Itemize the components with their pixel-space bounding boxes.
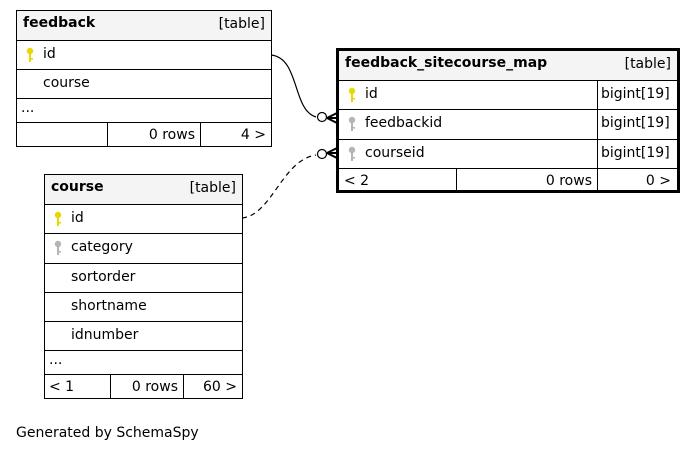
column-row-category[interactable]: category	[45, 233, 242, 263]
table-footer: 0 rows 4 >	[17, 122, 271, 146]
column-name: id	[71, 210, 84, 226]
column-row-id[interactable]: id	[17, 40, 271, 70]
column-row-id[interactable]: id	[45, 204, 242, 234]
table-header: feedback_sitecourse_map [table]	[339, 51, 677, 80]
divider	[597, 81, 598, 110]
divider	[107, 123, 108, 146]
column-row-sortorder[interactable]: sortorder	[45, 263, 242, 293]
more-columns: ...	[17, 98, 271, 123]
feedback-table[interactable]: feedback [table] id course ... 0 rows 4 …	[16, 10, 272, 147]
column-row-feedbackid[interactable]: feedbackid bigint[19]	[339, 109, 677, 139]
column-name: courseid	[365, 145, 425, 161]
divider	[456, 169, 457, 190]
divider	[110, 375, 111, 398]
more-columns: ...	[45, 350, 242, 375]
course-to-map-link	[241, 154, 317, 219]
divider	[597, 169, 598, 190]
ellipsis: ...	[49, 352, 63, 368]
divider	[183, 375, 184, 398]
course-table[interactable]: course [table] id category sortorder sho…	[44, 174, 243, 399]
divider	[597, 140, 598, 169]
table-header: feedback [table]	[17, 11, 271, 40]
column-row-course[interactable]: course	[17, 69, 271, 99]
row-count: 0 rows	[131, 379, 178, 395]
column-name: sortorder	[71, 269, 136, 285]
course-link-circle	[316, 148, 328, 160]
column-name: shortname	[71, 298, 147, 314]
foreign-key-icon	[54, 240, 62, 255]
primary-key-icon	[348, 87, 356, 102]
feedback-link-circle	[316, 111, 328, 123]
column-name: idnumber	[71, 327, 139, 343]
child-count[interactable]: 60 >	[203, 379, 237, 395]
parent-count[interactable]: < 1	[49, 379, 75, 395]
column-row-courseid[interactable]: courseid bigint[19]	[339, 139, 677, 169]
column-name: feedbackid	[365, 115, 443, 131]
primary-key-icon	[54, 211, 62, 226]
feedback-link-crowfoot	[326, 112, 338, 124]
parent-count[interactable]: < 2	[344, 173, 370, 189]
column-name: category	[71, 239, 133, 255]
ellipsis: ...	[21, 100, 35, 116]
row-count: 0 rows	[148, 127, 195, 143]
column-row-id[interactable]: id bigint[19]	[339, 80, 677, 110]
row-count: 0 rows	[545, 173, 592, 189]
divider	[597, 110, 598, 139]
child-count[interactable]: 4 >	[240, 127, 266, 143]
feedback-sitecourse-map-table[interactable]: feedback_sitecourse_map [table] id bigin…	[336, 48, 680, 193]
column-name: course	[43, 75, 90, 91]
table-type: [table]	[189, 180, 236, 196]
table-name[interactable]: course	[51, 179, 104, 195]
foreign-key-icon	[348, 116, 356, 131]
parent-count[interactable]	[17, 123, 107, 146]
column-name: id	[365, 86, 378, 102]
table-name[interactable]: feedback	[23, 15, 96, 31]
column-name: id	[43, 46, 56, 62]
child-count[interactable]: 0 >	[645, 173, 671, 189]
divider	[200, 123, 201, 146]
feedback-to-map-link	[270, 54, 317, 118]
table-type: [table]	[624, 56, 671, 72]
primary-key-icon	[26, 47, 34, 62]
table-type: [table]	[218, 16, 265, 32]
column-type: bigint[19]	[601, 145, 670, 161]
table-footer: < 2 0 rows 0 >	[339, 168, 677, 190]
column-type: bigint[19]	[601, 86, 670, 102]
table-header: course [table]	[45, 175, 242, 204]
course-link-crowfoot	[326, 147, 338, 159]
column-row-idnumber[interactable]: idnumber	[45, 321, 242, 351]
generated-by-credit: Generated by SchemaSpy	[16, 425, 199, 441]
foreign-key-icon	[348, 146, 356, 161]
table-name[interactable]: feedback_sitecourse_map	[345, 55, 548, 71]
column-type: bigint[19]	[601, 115, 670, 131]
column-row-shortname[interactable]: shortname	[45, 292, 242, 322]
table-footer: < 1 0 rows 60 >	[45, 374, 242, 398]
